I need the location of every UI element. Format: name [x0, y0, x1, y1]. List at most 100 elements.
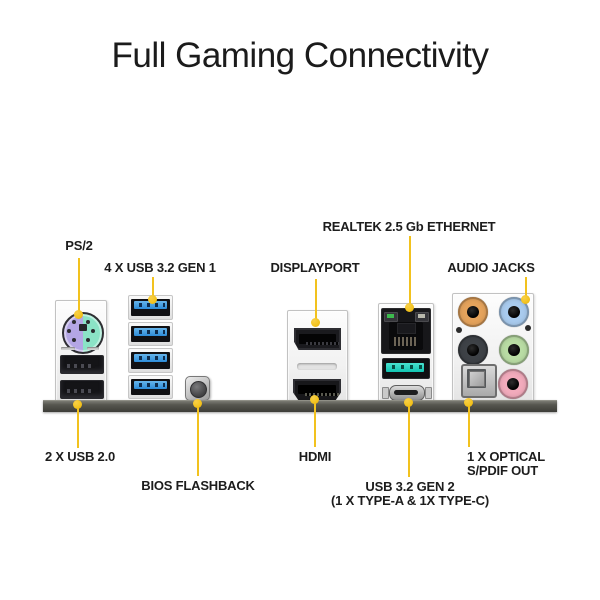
displayport-pins	[306, 342, 339, 345]
leader-line-usb32gen2	[408, 403, 410, 477]
usb3-opening	[131, 378, 170, 395]
ps2-pin	[91, 329, 95, 333]
usb3-pins	[139, 329, 165, 334]
audio-jack-orange	[458, 297, 488, 327]
label-displayport: DISPLAYPORT	[270, 260, 360, 275]
leader-line-ps2	[78, 258, 80, 315]
ps2-pin	[72, 320, 76, 324]
label-optical: 1 X OPTICAL S/PDIF OUT	[467, 450, 545, 478]
vent-slot	[61, 347, 75, 350]
ethernet-usb-block	[378, 303, 434, 410]
usbc-mount-tab	[425, 387, 432, 399]
usb3-pins	[139, 382, 165, 387]
usb2-port-2	[60, 380, 104, 399]
bios-button-cap	[190, 381, 207, 398]
vent-slot	[297, 363, 337, 370]
page-title: Full Gaming Connectivity	[111, 36, 489, 75]
leader-line-bios	[197, 404, 199, 476]
optical-flap	[469, 371, 485, 387]
leader-line-hdmi	[314, 400, 316, 447]
label-usb32gen2-line1: USB 3.2 GEN 2	[365, 479, 455, 494]
label-bios-flashback: BIOS FLASHBACK	[141, 478, 255, 493]
audio-jacks-block	[452, 293, 534, 404]
leader-line-audio	[525, 277, 527, 300]
leader-line-usb32gen1	[152, 277, 154, 300]
leader-line-usb20	[77, 405, 79, 448]
usb3-opening	[131, 325, 170, 342]
usb3-tongue	[134, 327, 167, 336]
usb-gen2-tongue	[386, 363, 424, 372]
label-audio-jacks: AUDIO JACKS	[447, 260, 535, 275]
leader-line-displayport	[315, 279, 317, 323]
optical-spdif-port	[461, 364, 497, 398]
label-usb32gen2: USB 3.2 GEN 2 (1 X TYPE-A & 1X TYPE-C)	[331, 480, 489, 508]
label-optical-line2: S/PDIF OUT	[467, 463, 538, 478]
optical-inner	[467, 369, 486, 388]
rj45-pins	[394, 337, 418, 346]
leader-dot-hdmi	[310, 395, 319, 404]
usb32-gen2-type-a-port	[382, 358, 430, 379]
label-usb20: 2 X USB 2.0	[44, 449, 116, 464]
io-shield-bar	[43, 400, 557, 412]
usb3-tongue	[134, 301, 167, 309]
audio-jack-pink	[498, 369, 528, 399]
usb3-gen1-port-2	[128, 321, 173, 346]
leader-line-ethernet	[409, 236, 411, 308]
vent-slot	[87, 347, 99, 350]
rj45-clip-slot	[397, 323, 416, 334]
screw-hole	[456, 327, 462, 333]
leader-dot-optical	[464, 398, 473, 407]
leader-dot-usb32gen1	[148, 295, 157, 304]
screw-hole	[525, 325, 531, 331]
leader-dot-ethernet	[405, 303, 414, 312]
usb3-tongue	[134, 354, 167, 362]
ps2-pin	[86, 338, 90, 342]
usb3-gen1-stack	[128, 294, 173, 400]
ps2-usb2-block	[55, 300, 107, 404]
usb2-port-1	[60, 355, 104, 374]
label-optical-line1: 1 X OPTICAL	[467, 449, 545, 464]
ethernet-led-left	[384, 312, 398, 322]
jack-hole	[508, 344, 520, 356]
displayport-slot	[299, 334, 339, 345]
bios-flashback-button	[185, 376, 210, 401]
audio-jack-black	[458, 335, 488, 365]
usb3-gen1-port-3	[128, 348, 173, 373]
label-hdmi: HDMI	[298, 449, 332, 464]
led-green	[387, 314, 394, 318]
usb-gen2-pins	[392, 365, 422, 369]
leader-dot-audio	[521, 295, 530, 304]
ps2-key-slot	[79, 324, 87, 331]
leader-dot-ps2	[74, 310, 83, 319]
usb2-pins	[67, 389, 95, 393]
leader-dot-bios	[193, 399, 202, 408]
label-usb32gen1: 4 X USB 3.2 GEN 1	[104, 260, 216, 275]
jack-hole	[467, 306, 479, 318]
label-ps2: PS/2	[65, 238, 93, 253]
ps2-pin	[67, 329, 71, 333]
ps2-pin	[86, 320, 90, 324]
ethernet-led-right	[415, 312, 429, 322]
usb3-pins	[139, 303, 165, 307]
leader-dot-usb32gen2	[404, 398, 413, 407]
leader-line-optical	[468, 403, 470, 447]
usb3-pins	[139, 356, 165, 360]
label-ethernet: REALTEK 2.5 Gb ETHERNET	[322, 219, 496, 234]
usb2-pins	[67, 364, 95, 368]
leader-dot-usb20	[73, 400, 82, 409]
jack-hole	[467, 344, 479, 356]
usbc-mount-tab	[382, 387, 389, 399]
usb3-opening	[131, 352, 170, 369]
displayport-port	[294, 328, 341, 350]
jack-hole	[508, 306, 520, 318]
label-usb32gen2-line2: (1 X TYPE-A & 1X TYPE-C)	[331, 493, 489, 508]
hdmi-pins	[305, 393, 339, 396]
leader-dot-displayport	[311, 318, 320, 327]
led-off	[418, 314, 425, 318]
audio-jack-green	[499, 335, 529, 365]
usb3-tongue	[134, 380, 167, 389]
rj45-opening	[389, 322, 423, 350]
hdmi-slot	[298, 385, 339, 396]
usb3-opening	[131, 299, 170, 316]
